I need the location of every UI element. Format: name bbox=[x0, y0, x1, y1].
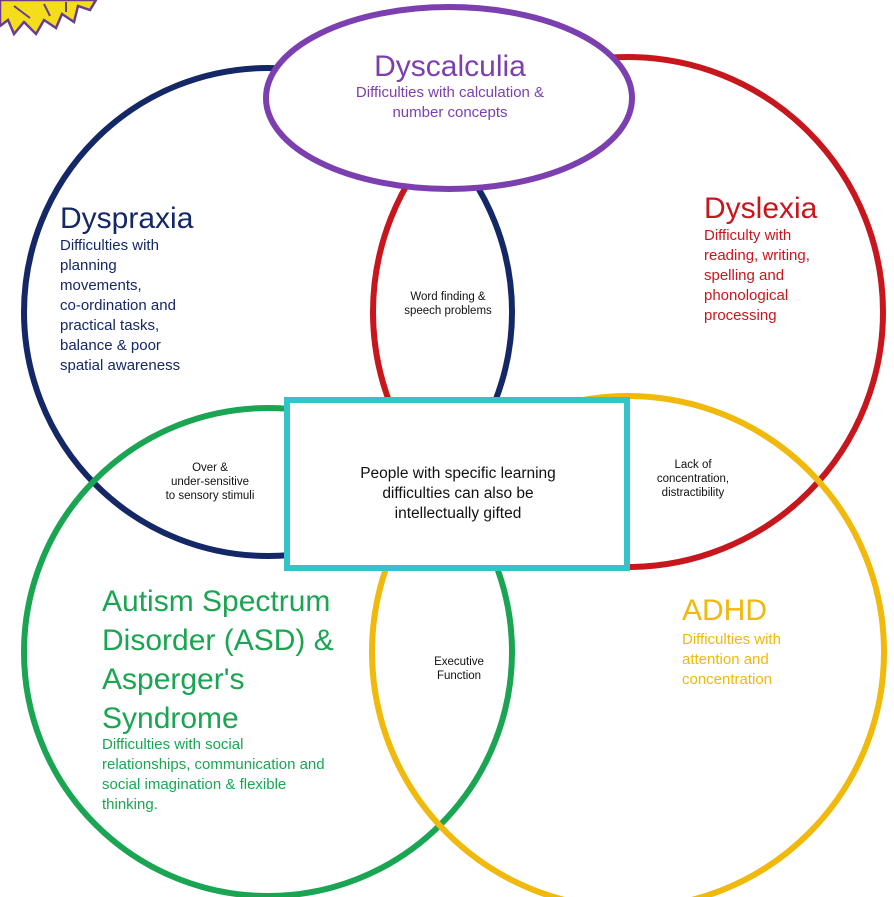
dyscalculia-title: Dyscalculia bbox=[374, 50, 526, 83]
sun-icon bbox=[0, 0, 98, 37]
dyspraxia-title: Dyspraxia bbox=[60, 202, 194, 235]
dyslexia-description: Difficulty with reading, writing, spelli… bbox=[704, 227, 810, 324]
adhd-description: Difficulties with attention and concentr… bbox=[682, 631, 781, 688]
overlap-executive-function: Executive Function bbox=[434, 656, 484, 682]
asd-description: Difficulties with social relationships, … bbox=[102, 736, 325, 813]
dyspraxia-circle bbox=[21, 65, 515, 559]
adhd-title: ADHD bbox=[682, 594, 768, 627]
adhd-circle bbox=[369, 393, 887, 897]
center-statement: People with specific learning difficulti… bbox=[360, 465, 556, 522]
overlap-word-finding: Word finding & speech problems bbox=[404, 291, 492, 317]
dyslexia-title: Dyslexia bbox=[704, 192, 818, 225]
asd-title: Autism Spectrum Disorder (ASD) & Asperge… bbox=[102, 585, 334, 735]
overlap-concentration: Lack of concentration, distractibility bbox=[656, 459, 730, 499]
asd-circle bbox=[21, 405, 515, 897]
overlap-sensory: Over & under-sensitive to sensory stimul… bbox=[165, 462, 255, 502]
center-box bbox=[284, 397, 630, 571]
dyscalculia-description: Difficulties with calculation & number c… bbox=[355, 84, 545, 121]
dyspraxia-description: Difficulties with planning movements, co… bbox=[60, 237, 181, 374]
dyscalculia-ellipse bbox=[263, 4, 635, 192]
